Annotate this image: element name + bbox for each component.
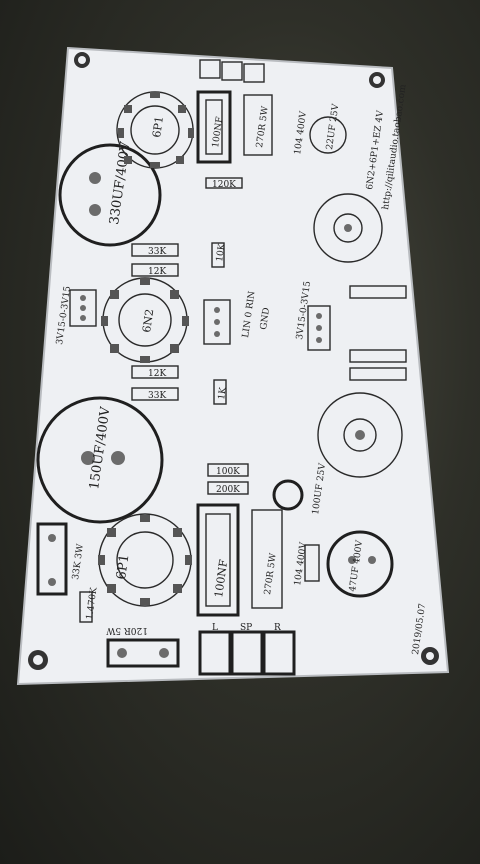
tube-socket-6n2: 6N2 <box>101 277 189 363</box>
tube-socket-6p1-bottom: 6P1 <box>98 513 192 607</box>
mounting-holes <box>28 52 439 670</box>
speaker-terminals: L SP R <box>198 623 296 676</box>
svg-text:12K: 12K <box>148 369 166 379</box>
svg-text:12K: 12K <box>148 267 166 277</box>
heater-terminal-right <box>349 285 407 381</box>
svg-text:100NF: 100NF <box>212 558 230 598</box>
svg-text:R: R <box>274 623 281 633</box>
svg-text:GND: GND <box>259 307 272 330</box>
svg-text:33K: 33K <box>148 247 166 257</box>
svg-text:100NF: 100NF <box>211 116 225 148</box>
capacitor-100nf-bottom: 100NF <box>196 503 240 617</box>
tube-6p1-top-label: 6P1 <box>150 115 166 138</box>
pcb-board <box>18 48 448 684</box>
tube-6n2-label: 6N2 <box>140 308 156 333</box>
small-resistors: 33K 12K 12K 33K 10K 1K 100K 200K 120K 1.… <box>79 177 249 623</box>
tube-socket-6p1-top: 6P1 <box>116 91 194 169</box>
svg-text:200K: 200K <box>216 485 240 495</box>
svg-text:120R 5W: 120R 5W <box>105 625 148 635</box>
top-terminal-blocks <box>199 59 265 83</box>
svg-text:L: L <box>212 623 218 633</box>
svg-text:100K: 100K <box>216 467 240 477</box>
tube-socket-right-top <box>313 193 383 263</box>
capacitor-100nf-top: 100NF <box>196 90 232 164</box>
svg-text:10K: 10K <box>215 243 227 263</box>
svg-text:1K: 1K <box>217 386 229 400</box>
svg-text:SP: SP <box>240 623 252 633</box>
svg-text:1.470K: 1.470K <box>85 587 99 621</box>
svg-text:33K: 33K <box>148 391 166 401</box>
svg-text:120K: 120K <box>212 180 236 190</box>
tube-6p1-bottom-label: 6P1 <box>114 553 132 580</box>
input-terminal: LIN 0 RIN GND <box>203 290 272 345</box>
resistor-120r: 120R 5W <box>105 625 180 668</box>
capacitor-104-bottom: 104 400V <box>293 541 320 586</box>
tube-socket-right-bottom <box>317 392 403 478</box>
